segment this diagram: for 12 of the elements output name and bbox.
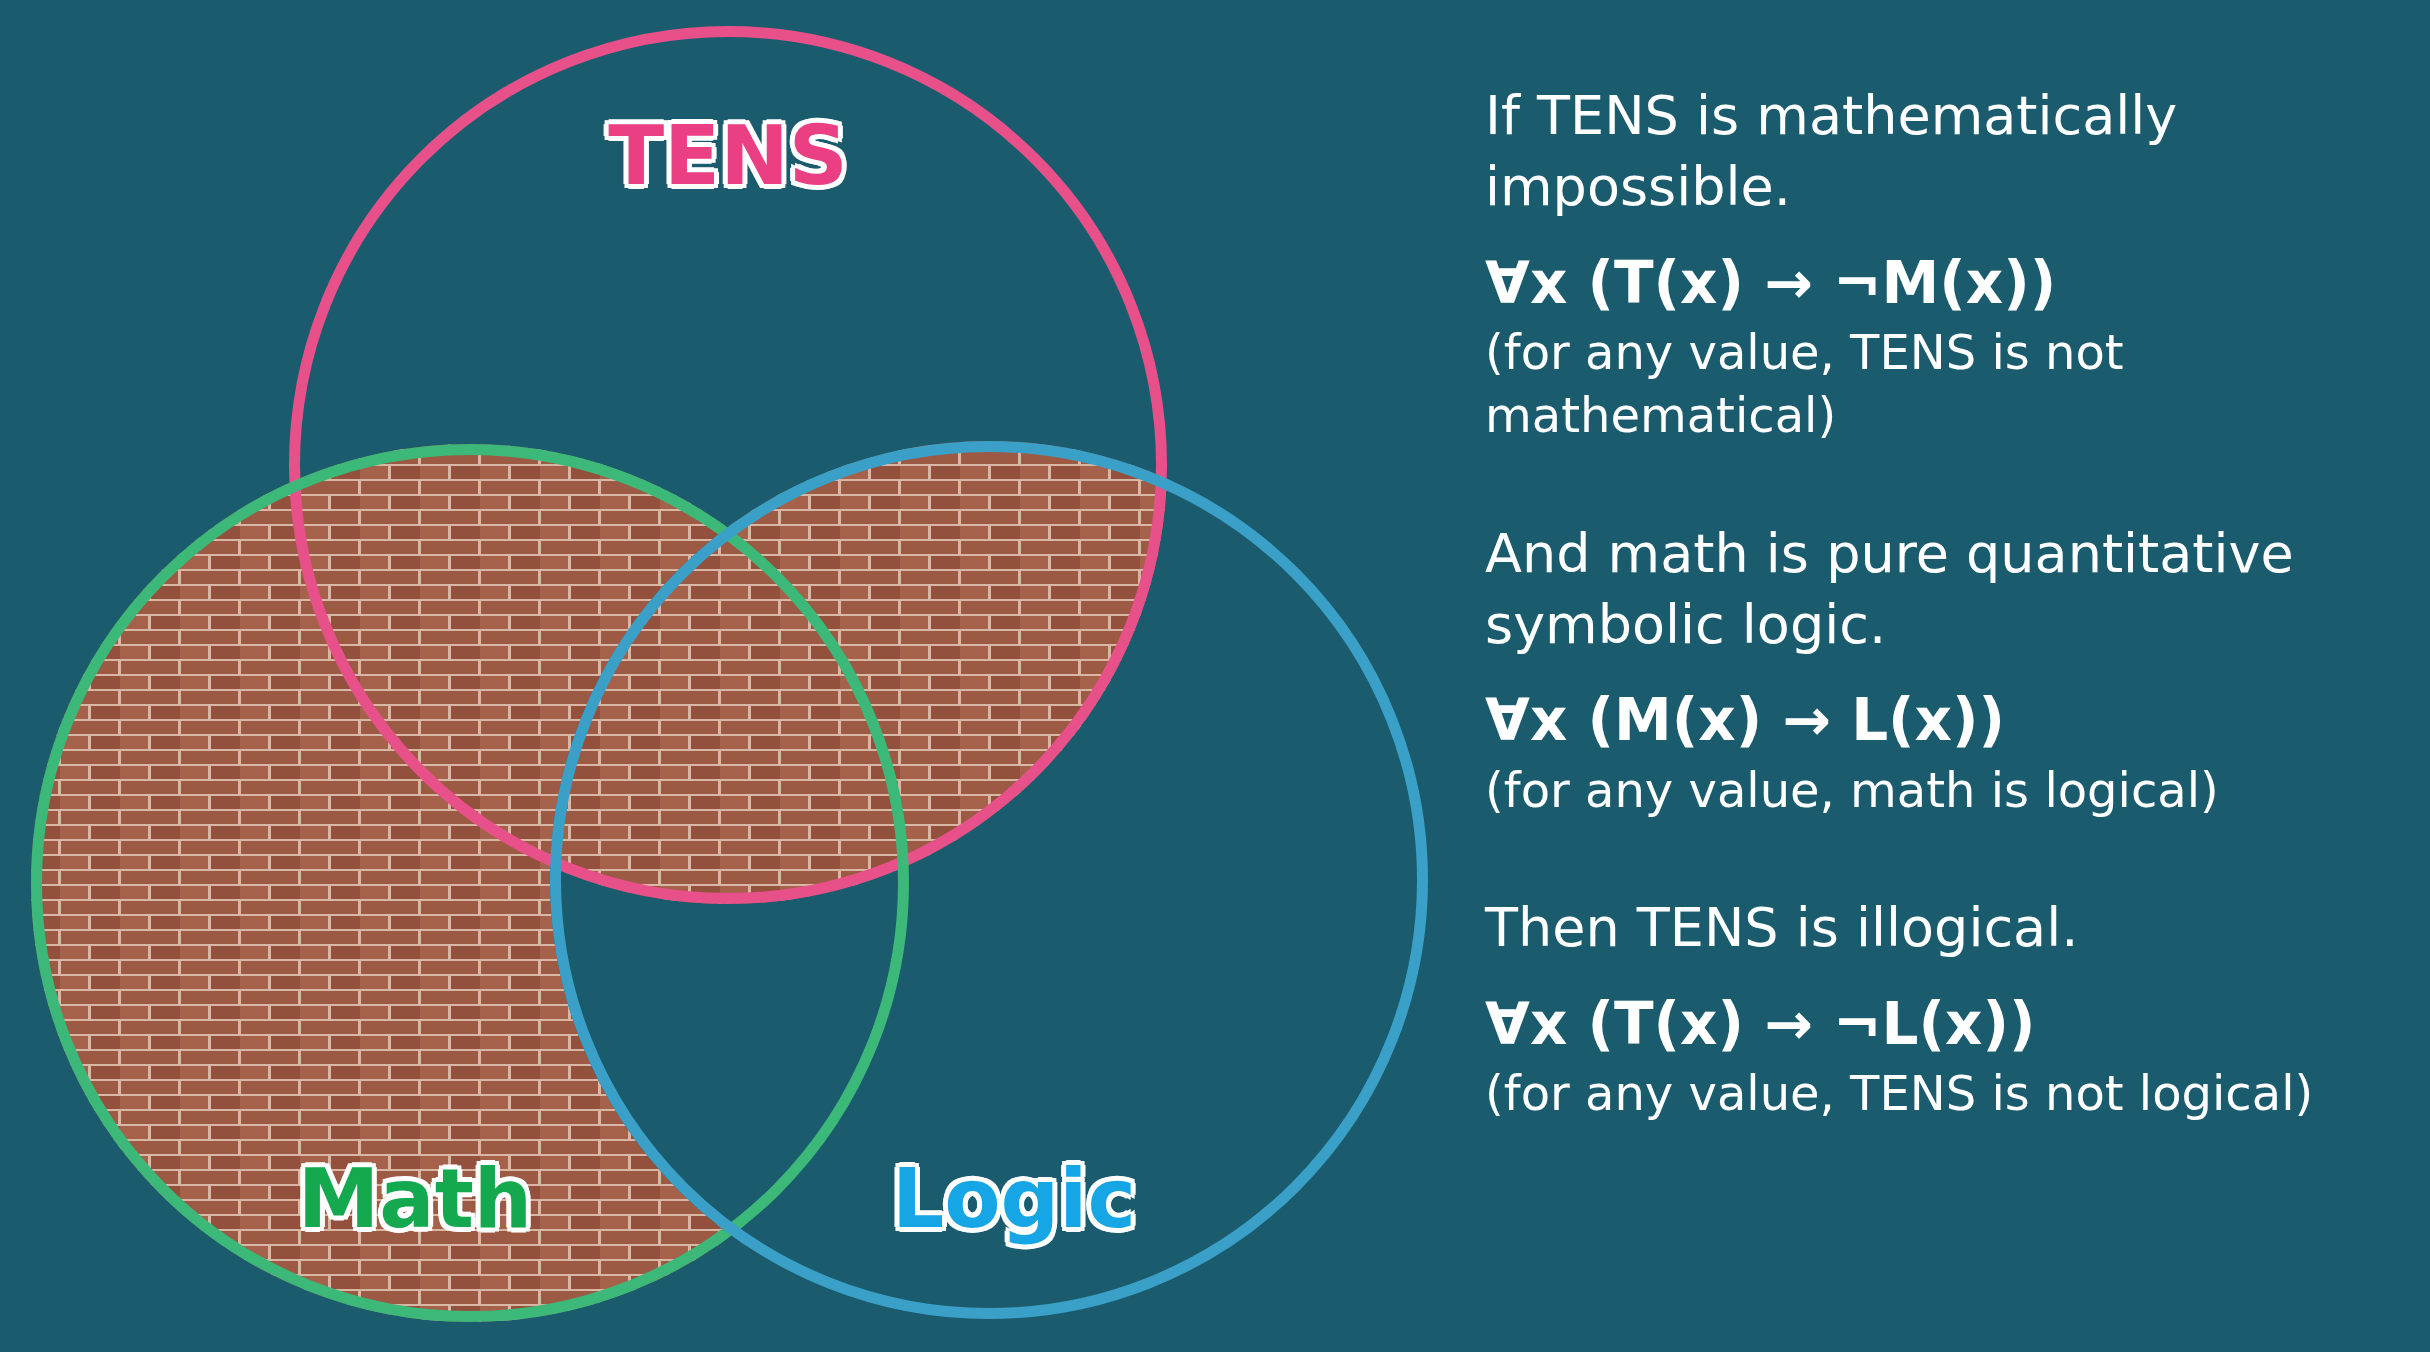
venn-circle bbox=[289, 26, 1167, 904]
statement-text: Then TENS is illogical. bbox=[1485, 895, 2080, 962]
venn-circle bbox=[550, 441, 1428, 1319]
formula-explanation: (for any value, math is logical) bbox=[1485, 760, 2220, 820]
set-label: Logic bbox=[892, 1150, 1136, 1246]
formula-explanation: (for any value, TENS is not mathematical) bbox=[1485, 323, 2125, 446]
statement-text: If TENS is mathematically impossible. bbox=[1485, 83, 2179, 221]
formula-explanation: (for any value, TENS is not logical) bbox=[1485, 1064, 2315, 1124]
statement-text: And math is pure quantitative symbolic logic. bbox=[1485, 520, 2295, 659]
logic-formula: ∀x (T(x) → ¬L(x)) bbox=[1485, 988, 2037, 1060]
logic-formula: ∀x (T(x) → ¬M(x)) bbox=[1485, 247, 2058, 319]
logic-formula: ∀x (M(x) → L(x)) bbox=[1485, 685, 2007, 757]
